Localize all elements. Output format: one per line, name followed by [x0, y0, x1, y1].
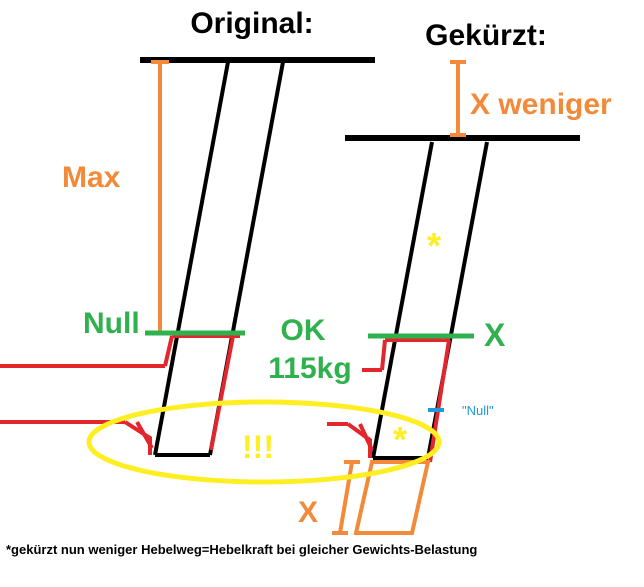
label-null: Null: [83, 307, 140, 340]
original-lever: [0, 57, 375, 457]
x-bottom-measure-line: [338, 461, 354, 534]
original-bracket-diag: [135, 421, 154, 449]
shortened-sleeve-right: [428, 339, 451, 463]
label-exclamation: !!!: [242, 429, 274, 465]
shortened-sleeve-top: [380, 339, 387, 371]
label-x-bottom: X: [298, 496, 318, 529]
original-sleeve-right: [209, 335, 235, 451]
original-sleeve-top: [163, 335, 174, 367]
label-weight: 115kg: [268, 352, 351, 385]
label-x-green: X: [484, 317, 506, 353]
label-max: Max: [62, 161, 121, 194]
highlight-ellipse: [86, 399, 442, 485]
shortened-strut-left: [371, 141, 434, 459]
label-ok: OK: [281, 314, 326, 347]
footnote: *gekürzt nun weniger Hebelweg=Hebelkraft…: [6, 542, 477, 557]
label-x-less: X weniger: [470, 88, 612, 121]
title-original: Original:: [190, 7, 313, 40]
shortened-bracket-diag: [358, 423, 374, 451]
asterisk-bottom: *: [393, 419, 407, 460]
asterisk-top: *: [427, 225, 441, 266]
shortened-lever: [327, 60, 580, 535]
title-shortened: Gekürzt:: [425, 19, 547, 52]
original-bracket: [123, 420, 152, 455]
label-null-quoted: "Null": [462, 403, 494, 418]
shortened-bracket: [346, 422, 372, 458]
original-strut-left: [153, 61, 230, 456]
